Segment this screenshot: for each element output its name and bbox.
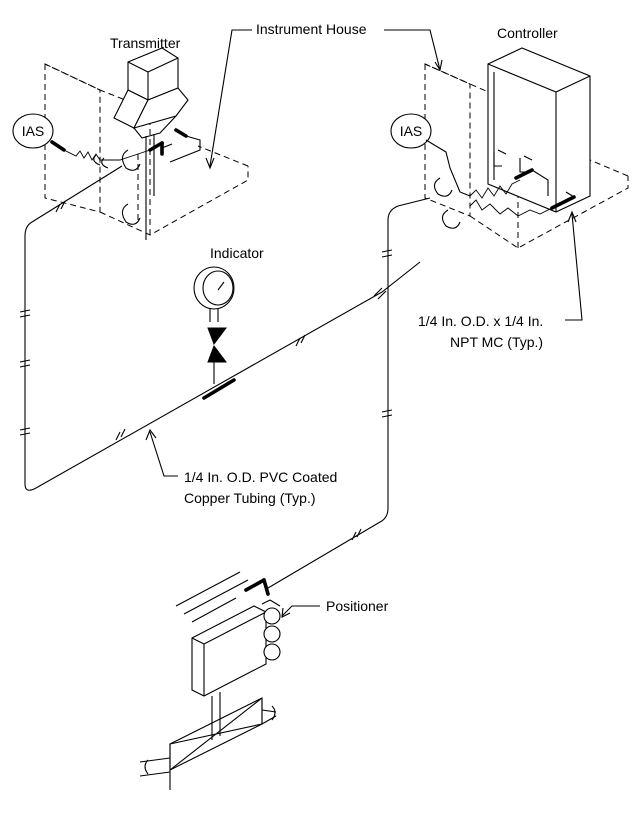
tubing-label-line2: Copper Tubing (Typ.)	[184, 490, 316, 506]
fitting-label-line1: 1/4 In. O.D. x 1/4 In.	[418, 313, 543, 329]
transmitter-tubing	[50, 128, 201, 225]
leader-lines	[145, 29, 583, 618]
ias-right: IAS	[390, 113, 432, 149]
ias-left: IAS	[12, 113, 54, 149]
positioner-leader	[281, 605, 320, 617]
positioner	[139, 571, 281, 790]
indicator	[193, 266, 236, 400]
controller	[487, 47, 591, 213]
fitting-label-line2: NPT MC (Typ.)	[450, 334, 543, 350]
valve-upper-icon	[207, 327, 227, 346]
fitting-leader	[565, 213, 583, 321]
indicator-label: Indicator	[210, 245, 264, 261]
transmitter	[113, 47, 189, 200]
ias-left-label: IAS	[22, 123, 45, 139]
instrument-house-label: Instrument House	[256, 21, 367, 37]
controller-tubing	[425, 139, 576, 229]
positioner-label: Positioner	[326, 598, 389, 614]
tubing-leader	[149, 431, 178, 477]
instrument-house-leader-left	[209, 29, 252, 167]
tubing-main	[19, 165, 431, 589]
controller-label: Controller	[497, 25, 558, 41]
transmitter-label: Transmitter	[110, 35, 181, 51]
instrument-house-leader-right	[384, 29, 441, 71]
valve-lower-icon	[207, 344, 227, 363]
ias-right-label: IAS	[400, 123, 423, 139]
gauge-needle-icon	[217, 281, 225, 291]
left-instrument-panel	[44, 63, 249, 236]
labels: Transmitter Instrument House Controller …	[110, 21, 558, 614]
tubing-label-line1: 1/4 In. O.D. PVC Coated	[184, 469, 337, 485]
